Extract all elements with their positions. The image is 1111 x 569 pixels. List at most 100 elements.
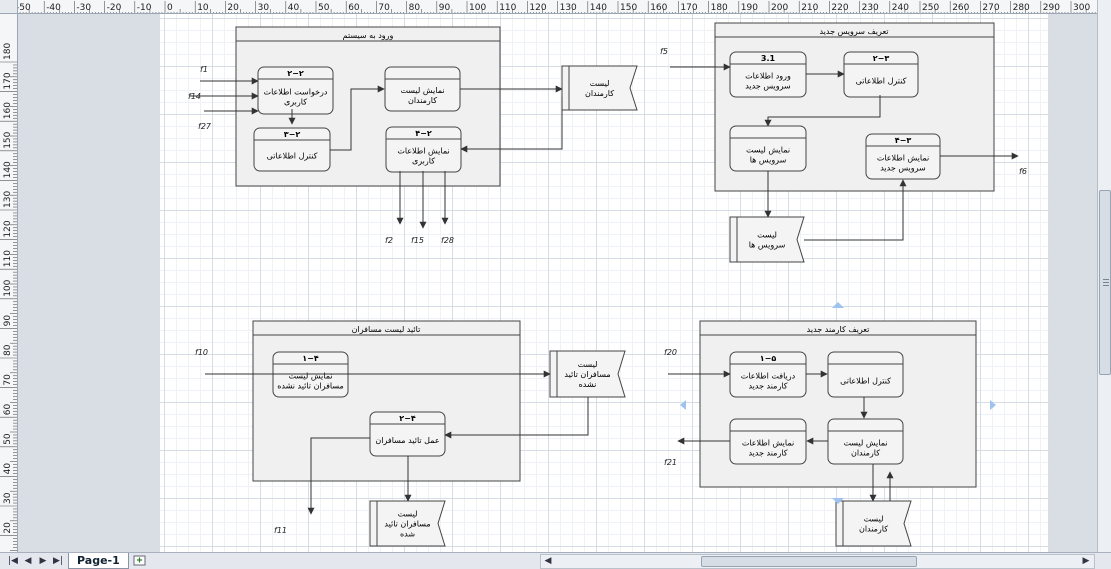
connectors — [190, 63, 1019, 515]
ruler-top-label: 260 — [952, 3, 969, 13]
flow-store-svcshw — [804, 179, 907, 241]
ruler-top-label: 300 — [1073, 3, 1090, 13]
horizontal-scrollbar[interactable]: ◀ ▶ — [540, 554, 1095, 569]
ruler-left-label: 70 — [3, 374, 13, 386]
handle-left — [680, 400, 686, 410]
ruler-top-label: 90 — [439, 3, 451, 13]
process-label: کارمندان — [408, 96, 437, 105]
page-tab-bar: |◀ ◀ ▶ ▶| Page-1 ◀ ▶ — [0, 552, 1111, 569]
ruler-top-label: -10 — [137, 3, 152, 13]
page-tab-page1[interactable]: Page-1 — [68, 553, 129, 569]
next-page-button[interactable]: ▶ — [39, 556, 47, 566]
process-label: نمایش اطلاعات — [742, 439, 794, 448]
process-label: ورود اطلاعات — [745, 72, 791, 81]
horizontal-ruler[interactable]: -50-40-30-20-100102030405060708090100110… — [18, 0, 1097, 14]
process-label: عمل تائید مسافران — [375, 436, 439, 445]
ruler-left-label: 140 — [3, 161, 13, 178]
process-label: سرویس ها — [750, 156, 787, 165]
data-flow-diagram: ورود به سیستم تعریف سرویس جدید تائید لیس… — [188, 22, 1027, 547]
process-number: ۲−۳ — [873, 54, 890, 63]
flow-label-f1: f1 — [200, 65, 208, 74]
scroll-left-button[interactable]: ◀ — [544, 556, 552, 566]
flow-label-f27: f27 — [198, 122, 212, 131]
process-label: نمایش اطلاعات — [397, 147, 449, 156]
ruler-top-label: 10 — [197, 3, 209, 13]
process-label: کارمندان — [851, 449, 880, 458]
prev-page-button[interactable]: ◀ — [24, 556, 32, 566]
flow-store-show — [460, 97, 563, 153]
ruler-top-label: 130 — [560, 3, 577, 13]
ruler-top-label: 270 — [982, 3, 999, 13]
last-page-button[interactable]: ▶| — [53, 556, 63, 566]
ruler-left-label: 30 — [3, 492, 13, 504]
group-login-title: ورود به سیستم — [343, 31, 394, 40]
process-number: 3.1 — [761, 54, 776, 63]
flow-svcchk-svclst — [764, 95, 881, 127]
ruler-top-label: -20 — [107, 3, 122, 13]
process-label: کنترل اطلاعاتی — [840, 377, 891, 386]
selection-handles[interactable] — [680, 302, 996, 504]
flow-label-f10: f10 — [195, 348, 208, 357]
ruler-top-label: 70 — [378, 3, 390, 13]
ruler-top-label: -50 — [18, 3, 31, 13]
ruler-top-label: -40 — [46, 3, 61, 13]
datastore-label: مسافران تائید — [564, 370, 610, 379]
group-service-title: تعریف سرویس جدید — [819, 27, 888, 36]
process-label: نمایش لیست — [400, 86, 444, 95]
ruler-top-label: 290 — [1043, 3, 1060, 13]
vertical-scrollbar[interactable] — [1097, 0, 1111, 552]
first-page-button[interactable]: |◀ — [8, 556, 18, 566]
ruler-top-label: 110 — [499, 3, 516, 13]
group-approve[interactable]: تائید لیست مسافران — [252, 320, 521, 482]
ruler-left-label: 20 — [3, 522, 13, 534]
ruler-left-label: 60 — [3, 403, 13, 415]
flow-label-f15: f15 — [411, 236, 424, 245]
ruler-top-label: 160 — [650, 3, 667, 13]
ruler-left-label: 90 — [3, 315, 13, 327]
ruler-top-label: 150 — [620, 3, 637, 13]
ruler-left-label: 180 — [3, 43, 13, 60]
ruler-top-label: 190 — [741, 3, 758, 13]
process-p_stchk[interactable]: کنترل اطلاعاتی — [827, 351, 904, 398]
ruler-top-label: 30 — [258, 3, 270, 13]
horizontal-scroll-thumb[interactable] — [701, 556, 917, 567]
vertical-scroll-thumb[interactable] — [1099, 190, 1111, 375]
ruler-left-label: 100 — [3, 279, 13, 296]
ruler-left-label: 120 — [3, 220, 13, 237]
flow-label-f28: f28 — [441, 236, 454, 245]
datastore-label: لیست — [398, 510, 418, 519]
ruler-top-label: 200 — [771, 3, 788, 13]
scroll-right-button[interactable]: ▶ — [1082, 556, 1090, 566]
process-number: ۴−۲ — [415, 129, 432, 138]
process-label: کارمند جدید — [748, 449, 787, 458]
ruler-top-label: 180 — [711, 3, 728, 13]
ruler-left-label: 130 — [3, 191, 13, 208]
ruler-top-label: 250 — [922, 3, 939, 13]
group-staff-title: تعریف کارمند جدید — [807, 325, 870, 334]
flow-label-f21: f21 — [664, 458, 677, 467]
flow-label-f11: f11 — [274, 526, 287, 535]
ruler-top-label: 240 — [892, 3, 909, 13]
insert-page-icon[interactable] — [130, 554, 150, 568]
process-label: کارمند جدید — [748, 382, 787, 391]
drawing-canvas[interactable]: ورود به سیستم تعریف سرویس جدید تائید لیس… — [18, 14, 1097, 552]
flow-label-f20: f20 — [664, 348, 677, 357]
